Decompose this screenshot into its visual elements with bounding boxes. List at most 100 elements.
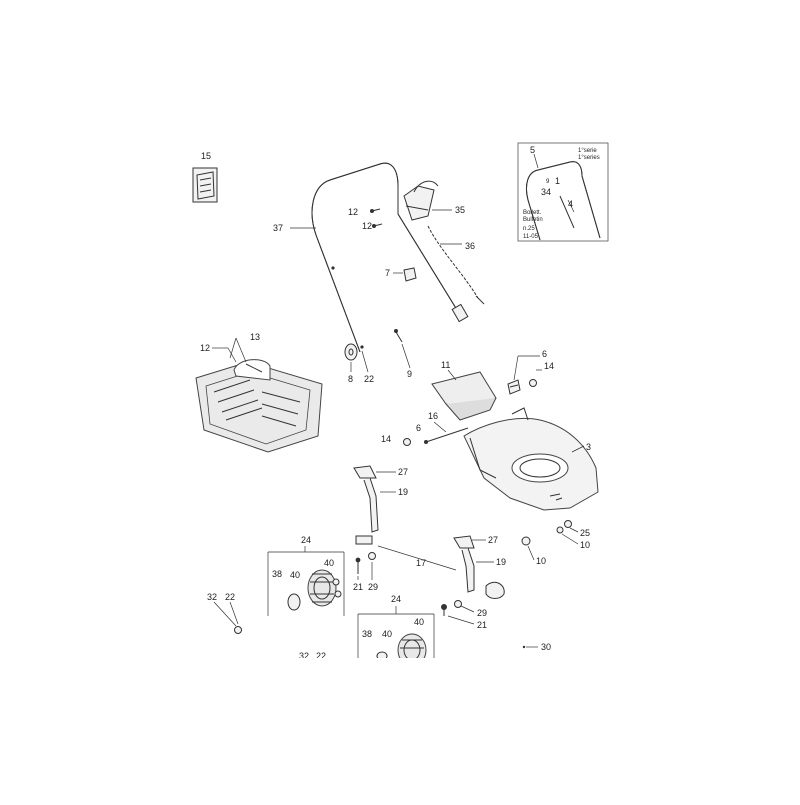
leader-13-b xyxy=(235,337,247,363)
inset-note-line-2: Bulletin xyxy=(523,217,543,223)
callout-11: 11 xyxy=(441,360,450,370)
callout-29-lower: 29 xyxy=(477,608,487,618)
callout-24-upper: 24 xyxy=(301,535,311,545)
callout-21-upper: 21 xyxy=(353,582,363,592)
nut-14-right xyxy=(529,379,537,387)
leader-22-left xyxy=(229,601,239,625)
callout-19-right: 19 xyxy=(496,557,506,567)
nut-14-left xyxy=(403,438,411,446)
leader-10-left xyxy=(527,545,535,561)
knob-8 xyxy=(344,343,358,361)
callout-40-upper-a: 40 xyxy=(290,570,300,580)
part-30 xyxy=(522,645,538,649)
callout-40-lower-b: 40 xyxy=(414,617,424,627)
inset-callout-5: 5 xyxy=(530,145,535,155)
callout-12-catcher: 12 xyxy=(200,343,210,353)
inset-callout-34: 34 xyxy=(541,187,551,197)
callout-25: 25 xyxy=(580,528,590,538)
callout-27-right: 27 xyxy=(488,535,498,545)
leader-32 xyxy=(213,601,237,627)
callout-32-left: 32 xyxy=(207,592,217,602)
callout-3: 3 xyxy=(586,442,591,452)
callout-9: 9 xyxy=(407,369,412,379)
leader-16 xyxy=(433,421,447,433)
page-bottom-whitespace xyxy=(0,658,800,800)
leader-3 xyxy=(571,445,585,453)
callout-21-lower: 21 xyxy=(477,620,487,630)
callout-10-right: 10 xyxy=(580,540,590,550)
callout-38-upper: 38 xyxy=(272,569,282,579)
inset-callout-1: 1 xyxy=(555,176,560,186)
callout-22-bottom: 22 xyxy=(316,651,326,661)
callout-22-left: 22 xyxy=(225,592,235,602)
axle-17 xyxy=(377,545,457,571)
callout-14-right: 14 xyxy=(544,361,554,371)
callout-6-left: 6 xyxy=(416,423,421,433)
callout-38-lower: 38 xyxy=(362,629,372,639)
callout-7: 7 xyxy=(385,268,390,278)
inset-callout-9: 9 xyxy=(546,179,550,185)
washer-29-upper xyxy=(368,552,376,560)
pin-22 xyxy=(360,345,364,349)
inset-note-line-1: Bollett. xyxy=(523,210,542,216)
bolt-9 xyxy=(394,329,403,343)
nut-10-left xyxy=(521,536,531,546)
clip-7 xyxy=(403,267,417,282)
hinge-rod-16 xyxy=(424,427,469,444)
callout-32-bottom: 32 xyxy=(299,651,309,661)
callout-37: 37 xyxy=(273,223,283,233)
callout-6-right: 6 xyxy=(542,349,547,359)
callout-22-knob: 22 xyxy=(364,374,374,384)
callout-10-left: 10 xyxy=(536,556,546,566)
callout-15: 15 xyxy=(201,151,211,161)
wheel-group-24-upper xyxy=(267,546,345,616)
callout-40-lower-a: 40 xyxy=(382,629,392,639)
leader-21-lower xyxy=(447,615,475,625)
callout-35: 35 xyxy=(455,205,465,215)
part-15-thumbnail xyxy=(192,167,218,203)
height-lever-19-left xyxy=(353,465,379,545)
nut-25 xyxy=(556,520,572,534)
inset-series-label-1: 1°serie xyxy=(578,148,597,154)
mower-deck-3 xyxy=(463,407,599,511)
callout-8: 8 xyxy=(348,374,353,384)
callout-16: 16 xyxy=(428,411,438,421)
nut-32-22-left xyxy=(234,626,242,634)
callout-29-upper: 29 xyxy=(368,582,378,592)
leader-11 xyxy=(447,369,457,381)
leader-13-a xyxy=(229,337,237,359)
inset-note-line-3: n.25 xyxy=(523,226,535,232)
callout-17: 17 xyxy=(416,558,426,568)
hinge-6-right xyxy=(507,379,521,395)
cable-36 xyxy=(427,225,485,305)
bolt-21-lower xyxy=(441,604,447,616)
leader-29-lower xyxy=(460,605,475,613)
callout-12-lower: 12 xyxy=(362,221,372,231)
leader-25 xyxy=(569,527,579,533)
callout-40-upper-b: 40 xyxy=(324,558,334,568)
callout-36: 36 xyxy=(465,241,475,251)
callout-12-upper: 12 xyxy=(348,207,358,217)
callout-24-lower: 24 xyxy=(391,594,401,604)
inset-first-series xyxy=(517,142,609,242)
height-lever-19-right xyxy=(453,535,505,599)
callout-27-left: 27 xyxy=(398,467,408,477)
washer-29-lower xyxy=(454,600,462,608)
rear-flap-11 xyxy=(431,371,497,421)
bolt-21-upper xyxy=(355,557,361,574)
leader-10-right xyxy=(561,533,579,545)
leader-22 xyxy=(361,350,369,373)
inset-note-line-4: 11-05 xyxy=(523,234,539,240)
callout-14-left: 14 xyxy=(381,434,391,444)
inset-callout-4: 4 xyxy=(568,199,573,209)
leader-9 xyxy=(401,343,411,369)
callout-19-left: 19 xyxy=(398,487,408,497)
handle-assembly xyxy=(311,162,469,353)
inset-series-label-2: 1°series xyxy=(578,155,600,161)
grass-catcher-13 xyxy=(195,359,323,453)
brake-lever-35 xyxy=(403,180,439,221)
screw-12-upper xyxy=(370,208,381,213)
callout-13: 13 xyxy=(250,332,260,342)
